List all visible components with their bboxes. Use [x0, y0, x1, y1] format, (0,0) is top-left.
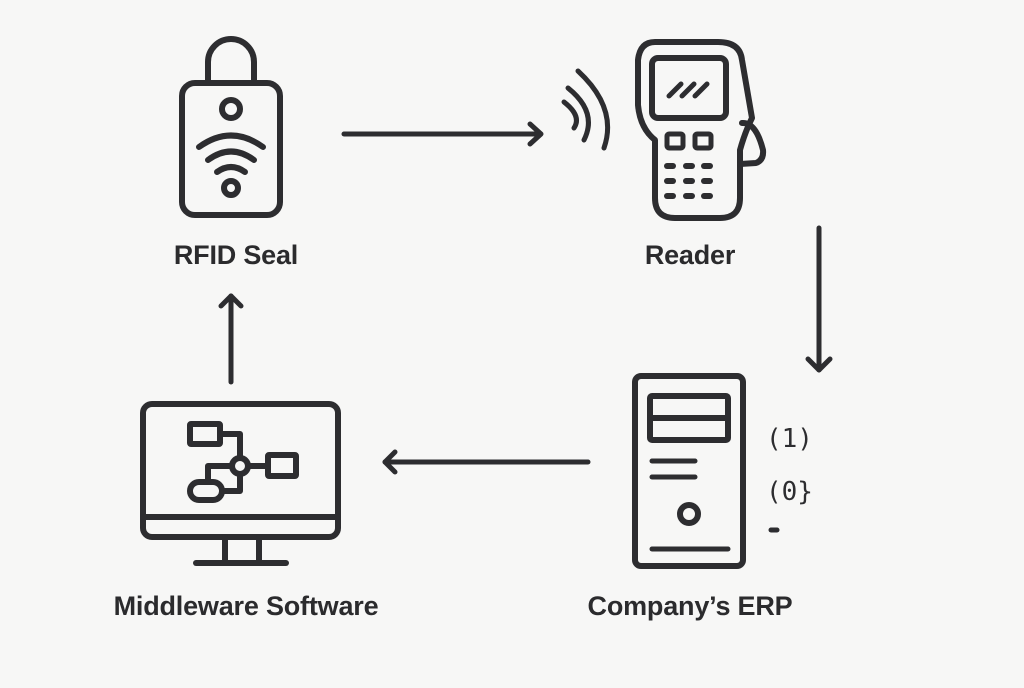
server-tower-icon	[632, 373, 746, 569]
node-label-rfid-seal: RFID Seal	[173, 240, 299, 270]
server-case	[632, 373, 746, 569]
node-label-reader: Reader	[644, 240, 736, 270]
signal-arc-middle	[205, 148, 257, 163]
reader-handle	[737, 120, 767, 167]
radio-waves-icon	[561, 68, 611, 151]
data-glyph-zero: (0}	[766, 477, 813, 507]
seal-body	[179, 80, 283, 218]
data-glyph-one: (1)	[766, 424, 813, 454]
arrow-reader-to-erp	[805, 225, 833, 373]
handheld-reader-icon	[561, 39, 767, 221]
arrow-erp-to-middleware	[382, 449, 591, 475]
signal-arc-outer	[196, 132, 266, 150]
node-label-middleware: Middleware Software	[113, 591, 379, 621]
reader-body	[635, 39, 755, 221]
signal-arc-inner	[214, 164, 248, 175]
reader-screen	[649, 55, 729, 121]
server-power-button	[677, 502, 701, 526]
rfid-seal-icon	[179, 36, 283, 218]
node-label-erp: Company’s ERP	[587, 591, 793, 621]
arrow-seal-to-reader	[341, 121, 544, 147]
signal-dot	[221, 178, 241, 198]
erp-data-glyphs: (1) (0}	[766, 424, 813, 533]
reader-button-left	[664, 131, 686, 151]
monitor-frame	[140, 401, 341, 540]
reader-button-right	[692, 131, 714, 151]
padlock-shackle	[205, 36, 257, 86]
seal-hole	[219, 97, 243, 121]
monitor-flowchart-icon	[140, 401, 341, 566]
flowchart-icon	[187, 421, 299, 503]
reader-keypad	[664, 163, 713, 199]
arrow-middleware-to-seal	[218, 293, 244, 385]
